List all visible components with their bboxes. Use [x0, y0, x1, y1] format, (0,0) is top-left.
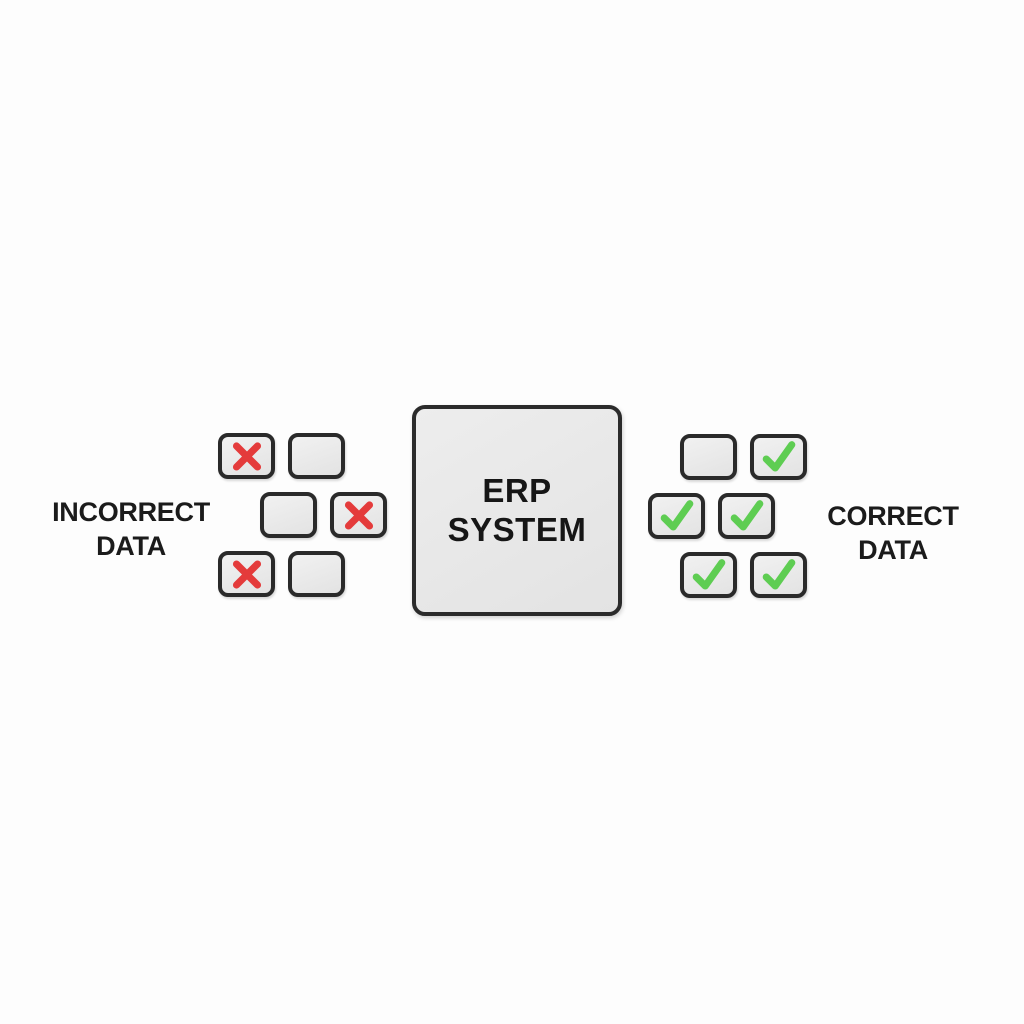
check-icon	[660, 499, 693, 531]
data-box-check	[718, 493, 775, 539]
box-row	[218, 551, 387, 597]
data-box-check	[648, 493, 705, 539]
check-icon	[762, 558, 795, 590]
data-box-check	[750, 434, 807, 480]
box-row	[648, 493, 807, 539]
data-box-x	[218, 551, 275, 597]
box-row	[218, 433, 387, 479]
data-box-empty	[680, 434, 737, 480]
data-box-check	[680, 552, 737, 598]
incorrect-data-label-line2: DATA	[96, 530, 166, 561]
erp-system-label-line2: SYSTEM	[447, 510, 587, 548]
data-box-empty	[288, 433, 345, 479]
check-icon	[730, 499, 763, 531]
erp-system-label-line1: ERP	[482, 471, 552, 509]
correct-data-boxes	[648, 434, 807, 598]
x-icon	[232, 441, 261, 471]
data-box-check	[750, 552, 807, 598]
incorrect-data-boxes	[218, 433, 387, 597]
box-row	[680, 552, 807, 598]
box-row	[260, 492, 387, 538]
correct-data-label-line2: DATA	[858, 534, 928, 565]
data-box-x	[218, 433, 275, 479]
x-icon	[232, 559, 261, 589]
check-icon	[762, 440, 795, 472]
incorrect-data-label-line1: INCORRECT	[52, 497, 210, 527]
correct-data-label-line1: CORRECT	[827, 501, 959, 531]
data-box-x	[330, 492, 387, 538]
incorrect-data-label: INCORRECT DATA	[33, 496, 229, 564]
correct-data-label: CORRECT DATA	[795, 500, 991, 568]
x-icon	[344, 500, 373, 530]
check-icon	[692, 558, 725, 590]
data-box-empty	[288, 551, 345, 597]
data-box-empty	[260, 492, 317, 538]
erp-system-box: ERP SYSTEM	[412, 405, 622, 616]
box-row	[680, 434, 807, 480]
